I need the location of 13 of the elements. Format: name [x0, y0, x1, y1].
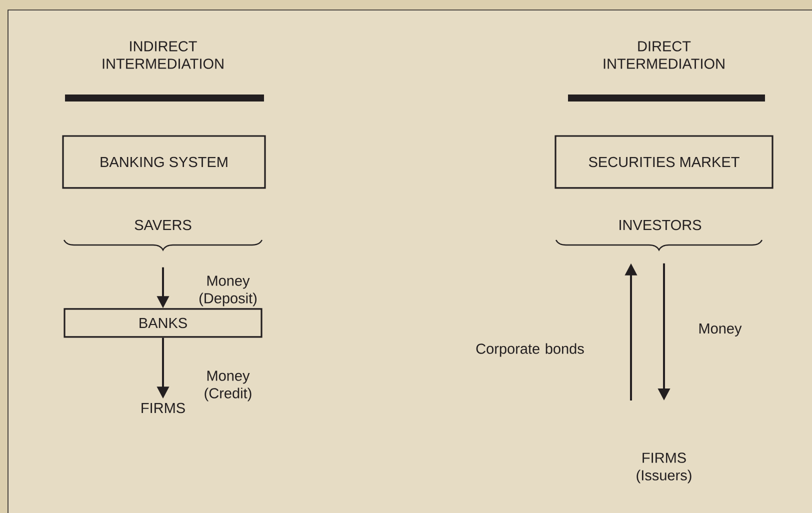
- labeled-box: BANKING SYSTEM: [62, 135, 266, 189]
- node-text: FIRMS: [142, 402, 185, 414]
- labeled-box: SECURITIES MARKET: [554, 135, 774, 189]
- edge-label: Money (Credit): [204, 370, 252, 402]
- node-text: FIRMS (Issuers): [636, 452, 692, 484]
- edge-label: Corporate bonds: [476, 343, 584, 357]
- labeled-box: BANKS: [64, 308, 262, 338]
- heading: DIRECT INTERMEDIATION: [604, 41, 724, 69]
- node-text: SAVERS: [134, 220, 192, 230]
- heading: INDIRECT INTERMEDIATION: [102, 41, 224, 69]
- edge-label: Money: [699, 324, 742, 336]
- node-text: INVESTORS: [620, 220, 702, 230]
- edge-label: Money (Deposit): [200, 276, 257, 306]
